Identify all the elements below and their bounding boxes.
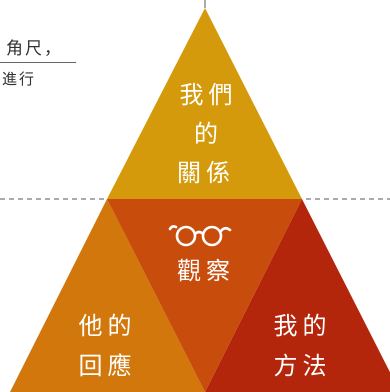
top-label-line-2: 的 <box>194 120 223 148</box>
left-triangle <box>10 199 205 392</box>
left-label-line-2: 回應 <box>78 352 137 380</box>
right-label-line-2: 方法 <box>273 352 332 380</box>
glasses-icon <box>168 225 232 247</box>
side-note-line-1: 角尺， <box>6 39 63 59</box>
top-triangle <box>107 8 302 199</box>
center-label: 觀察 <box>177 257 235 285</box>
side-note-line-2: 進行 <box>2 70 37 88</box>
right-triangle <box>205 199 390 392</box>
top-label-line-3: 關係 <box>177 159 235 187</box>
side-note-underline <box>0 62 76 63</box>
center-triangle <box>107 199 302 392</box>
left-label-line-1: 他的 <box>78 312 137 340</box>
right-label-line-1: 我的 <box>273 312 332 340</box>
top-label-line-1: 我們 <box>179 81 238 109</box>
